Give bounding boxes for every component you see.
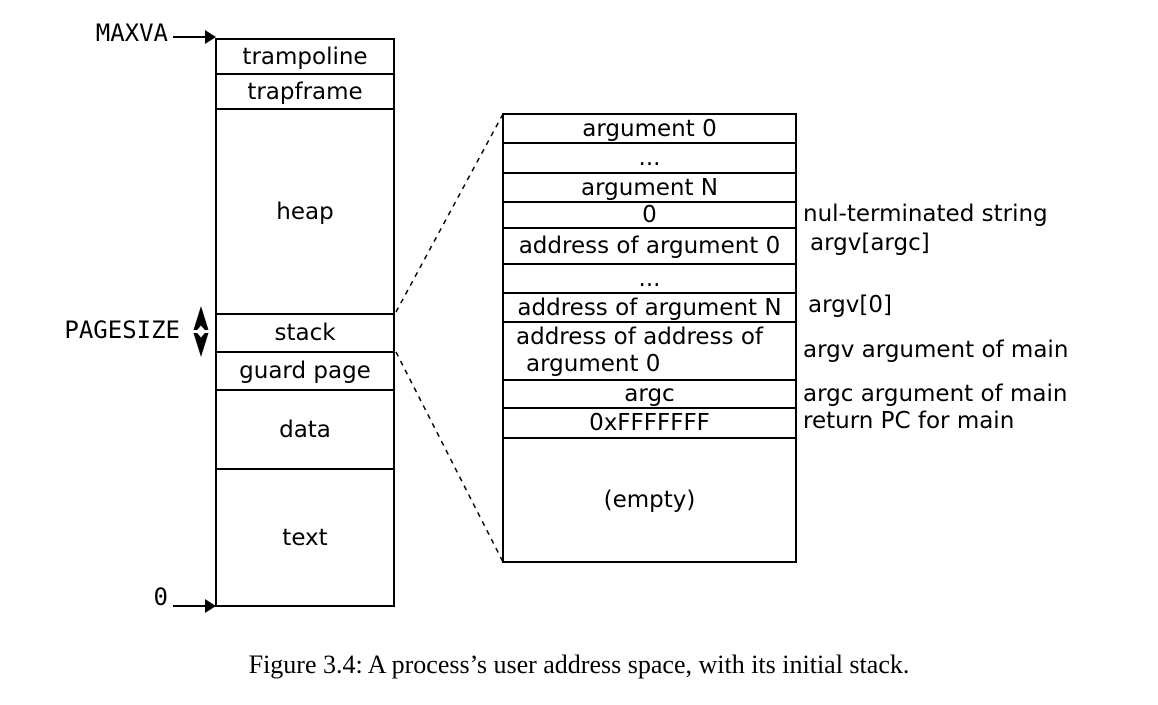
address-space-box: trampoline trapframe heap stack guard pa…	[215, 38, 395, 607]
annotation-argv-argument-of-main: argv argument of main	[803, 337, 1069, 363]
region-guard-page: guard page	[217, 353, 393, 391]
stack-row-label-line2: argument 0	[526, 351, 661, 377]
region-label: data	[279, 416, 331, 443]
stack-row-ellipsis-2: ...	[504, 265, 795, 294]
stack-row-label: argc	[624, 381, 675, 407]
region-label: trampoline	[242, 43, 368, 70]
region-data: data	[217, 391, 393, 470]
stack-row-label: argument 0	[582, 115, 717, 142]
stack-row-label: ...	[638, 145, 661, 171]
region-label: heap	[276, 198, 334, 225]
stack-row-label: 0xFFFFFFF	[589, 410, 710, 436]
zero-address-label: 0	[153, 583, 168, 611]
zero-arrow-icon	[173, 599, 216, 613]
annotation-nul-terminated-string: nul-terminated string	[803, 201, 1048, 227]
region-text: text	[217, 470, 393, 605]
annotation-argv-argc: argv[argc]	[810, 230, 930, 256]
pagesize-label: PAGESIZE	[64, 316, 180, 344]
stack-row-ellipsis: ...	[504, 144, 795, 174]
region-heap: heap	[217, 110, 393, 315]
dashed-connector-bottom	[395, 351, 504, 563]
stack-row-label: ...	[638, 265, 661, 292]
figure-caption: Figure 3.4: A process’s user address spa…	[248, 650, 910, 679]
maxva-label: MAXVA	[95, 19, 168, 47]
region-label: stack	[274, 320, 336, 346]
stack-row-argument-n: argument N	[504, 174, 795, 203]
stack-row-label: address of argument N	[517, 294, 782, 321]
region-label: trapframe	[247, 78, 363, 105]
region-label: text	[282, 524, 328, 551]
stack-row-zero: 0	[504, 202, 795, 229]
stack-row-addr-addr-arg-0: address of address of argument 0	[504, 323, 795, 381]
stack-row-label: address of argument 0	[518, 233, 781, 259]
stack-row-argc: argc	[504, 381, 795, 409]
stack-row-return-pc: 0xFFFFFFF	[504, 409, 795, 439]
pagesize-span-arrow-icon	[193, 306, 209, 357]
region-trapframe: trapframe	[217, 75, 393, 110]
annotation-argv-0: argv[0]	[808, 292, 892, 318]
annotation-argc-argument-of-main: argc argument of main	[803, 381, 1068, 407]
region-trampoline: trampoline	[217, 40, 393, 75]
stack-row-argument-0: argument 0	[504, 115, 795, 144]
stack-detail-box: argument 0 ... argument N 0 address of a…	[502, 113, 797, 563]
annotation-return-pc-for-main: return PC for main	[803, 408, 1015, 434]
stack-row-addr-arg-n: address of argument N	[504, 294, 795, 323]
dashed-connector-top	[395, 113, 504, 313]
stack-row-label-line1: address of address of	[516, 324, 763, 350]
region-stack: stack	[217, 315, 393, 353]
stack-row-empty: (empty)	[504, 439, 795, 561]
region-label: guard page	[239, 358, 371, 384]
stack-row-addr-arg-0: address of argument 0	[504, 229, 795, 265]
stack-row-label: argument N	[581, 174, 718, 201]
maxva-arrow-icon	[173, 30, 216, 44]
stack-row-label: (empty)	[603, 487, 696, 513]
stack-row-label: 0	[642, 202, 657, 228]
